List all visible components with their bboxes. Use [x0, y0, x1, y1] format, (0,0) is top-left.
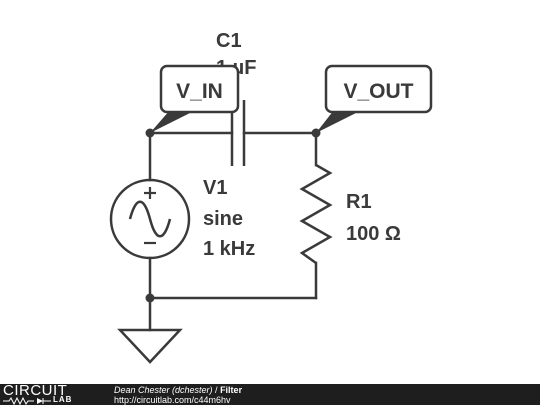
footer-separator: / [212, 385, 221, 395]
footer-bar: CIRCUIT LAB Dean Chester (dchester) / Fi… [0, 382, 540, 405]
logo-text-lab: LAB [53, 395, 73, 404]
source-type-label: sine [203, 208, 243, 230]
net-label-vin-pointer [150, 110, 196, 133]
sine-source-symbol [109, 178, 191, 260]
logo-text-circuit: CIRCUIT [3, 382, 68, 399]
net-label-vout-text: V_OUT [343, 80, 413, 103]
sine-wave-icon [128, 200, 172, 238]
author-name: Dean Chester (dchester) [114, 385, 213, 395]
resistor-name-label: R1 [346, 191, 372, 213]
net-label-vout: V_OUT [316, 64, 433, 133]
circuit-title: Filter [220, 385, 243, 395]
resistor-symbol [299, 163, 333, 265]
source-name-label: V1 [203, 177, 227, 199]
wires [148, 131, 318, 332]
logo-resistor-icon [3, 397, 51, 405]
circuit-schematic: C1 1 µF V1 sine 1 kHz R1 100 Ω V_IN V_OU… [109, 30, 433, 364]
net-label-vin: V_IN [150, 64, 240, 133]
net-label-vout-box [324, 64, 433, 114]
footer-credit-line: Dean Chester (dchester) / Filter [114, 385, 242, 395]
ground-symbol [117, 328, 183, 364]
footer-meta: Dean Chester (dchester) / Filter http://… [114, 385, 242, 405]
capacitor-name-label: C1 [216, 30, 242, 52]
net-label-vin-text: V_IN [176, 80, 223, 103]
net-label-vin-box [159, 64, 240, 114]
junction-dot-bottom [145, 293, 155, 303]
source-circle [109, 178, 191, 260]
source-frequency-label: 1 kHz [203, 238, 255, 260]
circuit-url[interactable]: http://circuitlab.com/c44m6hv [114, 395, 231, 405]
net-label-vout-pointer [316, 110, 362, 133]
circuitlab-logo[interactable]: CIRCUIT LAB [3, 382, 98, 405]
resistor-value-label: 100 Ω [346, 223, 401, 245]
